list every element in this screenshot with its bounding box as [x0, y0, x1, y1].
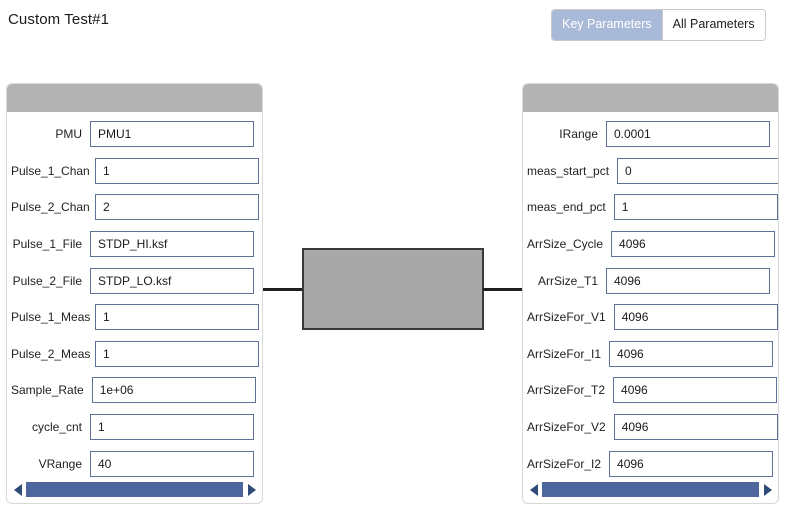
left-scrollbar-thumb[interactable]: [26, 482, 243, 497]
tab-key-parameters[interactable]: Key Parameters: [552, 10, 662, 40]
field-input-arrsizefor-t2[interactable]: [613, 377, 778, 404]
field-input-vrange[interactable]: [90, 450, 254, 477]
device-under-test-symbol[interactable]: [302, 248, 484, 330]
right-panel-horizontal-scrollbar[interactable]: [527, 481, 774, 498]
right-lead-line: [483, 288, 525, 291]
field-label-pulse-2-file: Pulse_2_File: [12, 273, 82, 288]
field-label-cycle-cnt: cycle_cnt: [31, 420, 82, 435]
field-input-arrsize-cycle[interactable]: [611, 231, 776, 258]
field-label-pulse-1-chan: Pulse_1_Chan: [11, 163, 90, 178]
left-panel-body: PMU Pulse_1_Chan Pulse_2_Chan Pulse_1_Fi…: [7, 112, 262, 483]
field-input-arrsizefor-i2[interactable]: [609, 450, 774, 477]
field-label-vrange: VRange: [38, 456, 82, 471]
left-panel-header: [7, 84, 262, 112]
field-input-pulse-2-meas[interactable]: [95, 340, 259, 367]
field-input-arrsizefor-i1[interactable]: [609, 340, 774, 367]
field-label-pulse-2-meas: Pulse_2_Meas: [11, 346, 91, 361]
field-label-arrsize-t1: ArrSize_T1: [537, 273, 598, 288]
field-input-pulse-1-meas[interactable]: [95, 304, 259, 331]
scroll-left-arrow-icon[interactable]: [11, 481, 24, 498]
field-label-arrsize-cycle: ArrSize_Cycle: [527, 237, 604, 252]
field-row-pulse-1-chan: Pulse_1_Chan: [7, 153, 262, 190]
field-label-meas-end-pct: meas_end_pct: [527, 200, 606, 215]
right-panel-header: [523, 84, 778, 112]
field-row-pulse-2-file: Pulse_2_File: [7, 262, 262, 299]
field-input-meas-start-pct[interactable]: [617, 157, 778, 184]
field-row-arrsizefor-t2: ArrSizeFor_T2: [523, 372, 778, 409]
tab-all-parameters[interactable]: All Parameters: [661, 10, 765, 40]
field-label-arrsizefor-i1: ArrSizeFor_I1: [527, 346, 602, 361]
field-row-pulse-1-file: Pulse_1_File: [7, 226, 262, 263]
device-diagram: [263, 240, 525, 350]
field-row-vrange: VRange: [7, 445, 262, 482]
field-row-pulse-2-meas: Pulse_2_Meas: [7, 336, 262, 373]
field-input-arrsizefor-v2[interactable]: [613, 414, 778, 441]
right-scrollbar-thumb[interactable]: [542, 482, 759, 497]
field-label-pmu: PMU: [55, 127, 82, 142]
field-input-pulse-2-file[interactable]: [90, 267, 254, 294]
field-label-pulse-1-file: Pulse_1_File: [12, 237, 82, 252]
field-label-meas-start-pct: meas_start_pct: [527, 163, 610, 178]
field-input-pulse-1-file[interactable]: [90, 231, 254, 258]
field-row-pulse-2-chan: Pulse_2_Chan: [7, 189, 262, 226]
field-input-irange[interactable]: [606, 121, 770, 148]
field-input-pulse-1-chan[interactable]: [95, 157, 259, 184]
field-row-meas-end-pct: meas_end_pct: [523, 189, 778, 226]
left-panel-horizontal-scrollbar[interactable]: [11, 481, 258, 498]
field-label-arrsizefor-i2: ArrSizeFor_I2: [527, 456, 602, 471]
field-row-arrsizefor-i1: ArrSizeFor_I1: [523, 336, 778, 373]
field-input-pmu[interactable]: [90, 121, 254, 148]
field-row-pmu: PMU: [7, 116, 262, 153]
field-label-arrsizefor-v1: ArrSizeFor_V1: [527, 310, 606, 325]
right-scrollbar-track[interactable]: [542, 482, 759, 497]
field-row-arrsize-t1: ArrSize_T1: [523, 262, 778, 299]
field-label-arrsizefor-t2: ArrSizeFor_T2: [527, 383, 606, 398]
scroll-right-arrow-icon[interactable]: [761, 481, 774, 498]
field-input-arrsize-t1[interactable]: [606, 267, 770, 294]
field-label-pulse-2-chan: Pulse_2_Chan: [11, 200, 90, 215]
field-row-arrsizefor-v1: ArrSizeFor_V1: [523, 299, 778, 336]
field-row-cycle-cnt: cycle_cnt: [7, 409, 262, 446]
field-input-arrsizefor-v1[interactable]: [613, 304, 778, 331]
right-parameter-panel: IRange meas_start_pct meas_end_pct ArrSi…: [522, 83, 779, 504]
field-label-pulse-1-meas: Pulse_1_Meas: [11, 310, 91, 325]
field-row-arrsize-cycle: ArrSize_Cycle: [523, 226, 778, 263]
left-lead-line: [263, 288, 304, 291]
field-row-arrsizefor-i2: ArrSizeFor_I2: [523, 445, 778, 482]
scroll-left-arrow-icon[interactable]: [527, 481, 540, 498]
field-label-arrsizefor-v2: ArrSizeFor_V2: [527, 420, 606, 435]
page-title: Custom Test#1: [8, 11, 110, 28]
field-row-meas-start-pct: meas_start_pct: [523, 153, 778, 190]
right-panel-body: IRange meas_start_pct meas_end_pct ArrSi…: [523, 112, 778, 483]
left-parameter-panel: PMU Pulse_1_Chan Pulse_2_Chan Pulse_1_Fi…: [6, 83, 263, 504]
field-input-sample-rate[interactable]: [91, 377, 256, 404]
left-scrollbar-track[interactable]: [26, 482, 243, 497]
field-input-cycle-cnt[interactable]: [90, 414, 254, 441]
field-row-irange: IRange: [523, 116, 778, 153]
field-row-arrsizefor-v2: ArrSizeFor_V2: [523, 409, 778, 446]
field-label-irange: IRange: [559, 127, 598, 142]
field-input-meas-end-pct[interactable]: [613, 194, 778, 221]
field-input-pulse-2-chan[interactable]: [95, 194, 259, 221]
scroll-right-arrow-icon[interactable]: [245, 481, 258, 498]
field-row-pulse-1-meas: Pulse_1_Meas: [7, 299, 262, 336]
parameter-view-toggle-group[interactable]: Key Parameters All Parameters: [551, 9, 766, 41]
field-row-sample-rate: Sample_Rate: [7, 372, 262, 409]
field-label-sample-rate: Sample_Rate: [11, 383, 84, 398]
